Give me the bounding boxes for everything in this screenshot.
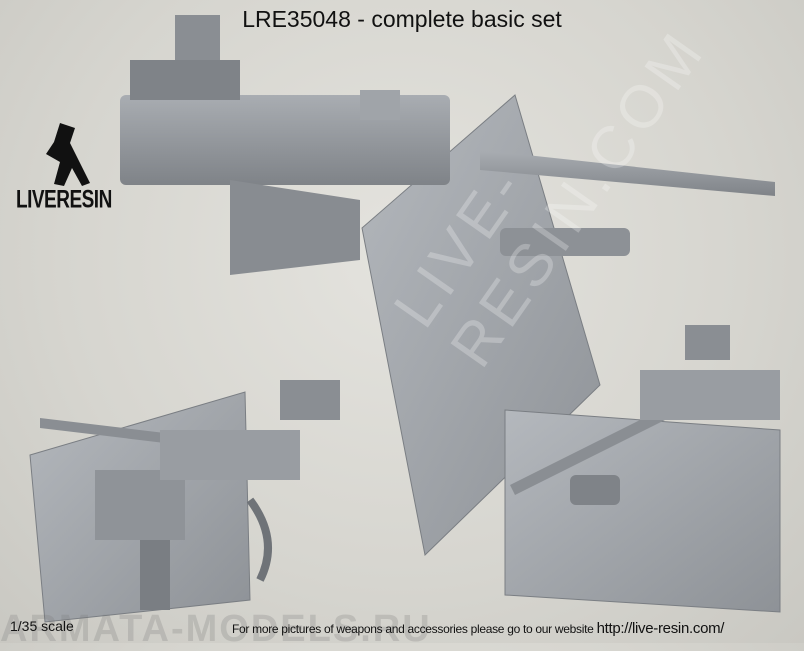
footer-text: For more pictures of weapons and accesso… (232, 622, 594, 636)
soldier-logo-icon (46, 123, 90, 186)
logo-text: LIVERESIN (16, 186, 112, 214)
website-link[interactable]: http://live-resin.com/ (596, 620, 725, 637)
scale-label: 1/35 scale (10, 618, 74, 634)
footer: For more pictures of weapons and accesso… (232, 620, 724, 637)
page-title: LRE35048 - complete basic set (242, 6, 562, 32)
left-view-model (29, 380, 340, 623)
right-view-model (504, 325, 781, 613)
